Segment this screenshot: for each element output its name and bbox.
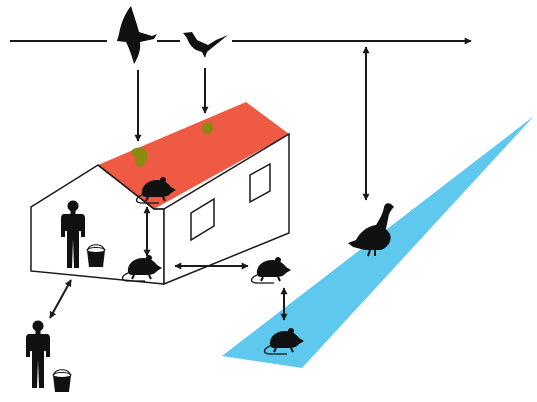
poultry-house-icon: [30, 102, 290, 286]
bucket-icon: [86, 244, 106, 268]
duck-icon: [348, 203, 394, 257]
bucket-icon: [52, 369, 72, 393]
bird-dropping: [202, 122, 213, 135]
person-icon: [26, 320, 50, 388]
rat-icon: [250, 256, 292, 284]
house-window: [190, 197, 215, 242]
house-roof: [98, 102, 289, 209]
house-to-person-arrow: [49, 279, 72, 319]
wild-bird-icon: [117, 6, 157, 64]
house-window: [249, 162, 271, 204]
bird-dropping: [131, 147, 148, 167]
flying-goose-icon: [183, 32, 228, 58]
